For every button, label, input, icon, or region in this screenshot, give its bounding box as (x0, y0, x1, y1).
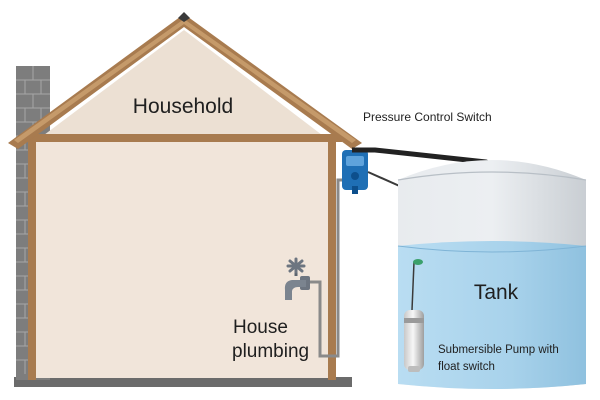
float-switch-icon (411, 259, 423, 311)
tank-label: Tank (474, 281, 519, 304)
house-plumbing-label-line1: House (233, 317, 288, 338)
water-tank (397, 160, 587, 389)
tank-water (398, 241, 586, 389)
right-wall-post (328, 140, 336, 380)
submersible-pump-icon (404, 310, 424, 372)
house-plumbing-pipe (306, 178, 348, 358)
pump-label-line2: float switch (438, 361, 495, 373)
ceiling-beam (24, 134, 342, 142)
roof (8, 12, 362, 149)
house-wall (34, 140, 334, 378)
house-attic (40, 30, 326, 138)
house-plumbing-label-line2: plumbing (232, 341, 309, 362)
pressure-control-switch (342, 150, 368, 194)
pump-label-line1: Submersible Pump with (438, 344, 559, 356)
ground-slab (14, 377, 352, 387)
left-wall-post (28, 140, 36, 380)
faucet-icon (284, 257, 310, 300)
pressure-switch-label: Pressure Control Switch (363, 110, 492, 124)
household-label: Household (133, 95, 233, 118)
